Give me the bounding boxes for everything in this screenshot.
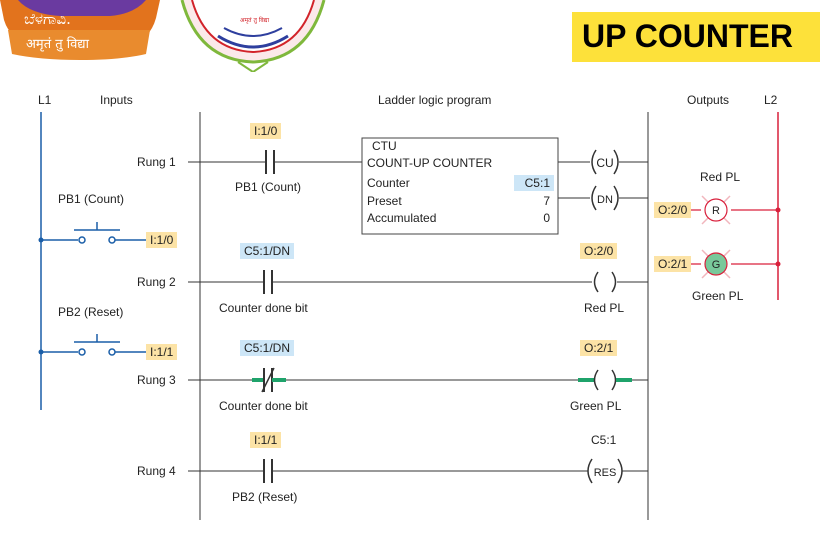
rung-3-caption: Counter done bit (219, 399, 308, 413)
ctu-type: CTU (372, 139, 397, 153)
logo-text-line2: अमृतं तु विद्या (26, 36, 90, 52)
header-l1: L1 (38, 93, 52, 107)
ctu-counter-label: Counter (367, 176, 410, 190)
header-program: Ladder logic program (378, 93, 491, 107)
rung-1-tag: I:1/0 (250, 123, 282, 139)
ctu-counter-value: C5:1 (525, 176, 551, 190)
rung-2 (200, 270, 648, 294)
coil-cu (591, 149, 597, 175)
rung-4: RES (200, 458, 648, 484)
institution-seal: अमृतं तु विद्या (180, 0, 326, 72)
header-inputs: Inputs (100, 93, 133, 107)
output-red-tag: O:2/0 (654, 202, 692, 218)
input-pb2-tag: I:1/1 (146, 344, 178, 360)
red-lamp-letter: R (712, 205, 720, 217)
output-red-label: Red PL (700, 170, 741, 184)
header-l2: L2 (764, 93, 778, 107)
rung-2-tag: C5:1/DN (240, 243, 295, 259)
ctu-preset-value: 7 (543, 194, 550, 208)
rung-1-caption: PB1 (Count) (235, 180, 302, 194)
ctu-acc-label: Accumulated (367, 211, 436, 225)
header-outputs: Outputs (687, 93, 729, 107)
input-pb1-tag: I:1/0 (146, 232, 178, 248)
input-pb2 (38, 334, 146, 356)
output-green-tag: O:2/1 (654, 256, 692, 272)
page-title: UP COUNTER (582, 18, 793, 54)
ctu-preset-label: Preset (367, 194, 402, 208)
coil-res (587, 458, 593, 484)
seal-text: अमृतं तु विद्या (240, 16, 269, 24)
rung-3 (200, 367, 648, 393)
rung-3-tag: C5:1/DN (240, 340, 295, 356)
rung-2-out-tag: O:2/0 (580, 243, 618, 259)
rung-4-out-tag: C5:1 (591, 433, 617, 447)
input-pb1-label: PB1 (Count) (58, 192, 125, 206)
coil-cu-text: CU (596, 156, 613, 170)
rung-3-out-tag: O:2/1 (580, 340, 618, 356)
institution-logo: ಬೆಳಗಾವಿ. अमृतं तु विद्या (0, 0, 160, 60)
input-pb1 (38, 222, 146, 244)
coil-dn-text: DN (597, 194, 613, 206)
green-lamp-letter: G (712, 259, 721, 271)
rung-1: CU DN (200, 149, 648, 211)
coil-dn (591, 185, 597, 211)
coil-green-pl (593, 369, 599, 391)
rung-3-out-caption: Green PL (570, 399, 622, 413)
coil-red-pl (593, 271, 599, 293)
rung-4-label: Rung 4 (137, 464, 176, 478)
ctu-acc-value: 0 (543, 211, 550, 225)
rung-1-label: Rung 1 (137, 155, 176, 169)
rung-3-label: Rung 3 (137, 373, 176, 387)
output-green-label: Green PL (692, 289, 744, 303)
rung-2-label: Rung 2 (137, 275, 176, 289)
rung-2-caption: Counter done bit (219, 301, 308, 315)
logo-text-line1: ಬೆಳಗಾವಿ. (24, 10, 71, 28)
output-red-lamp: R (682, 195, 781, 225)
rung-4-caption: PB2 (Reset) (232, 490, 298, 504)
ctu-name: COUNT-UP COUNTER (367, 156, 492, 170)
coil-res-text: RES (594, 467, 617, 479)
title-highlight (572, 12, 820, 62)
input-pb2-label: PB2 (Reset) (58, 305, 124, 319)
rung-4-tag: I:1/1 (250, 432, 282, 448)
rung-2-out-caption: Red PL (584, 301, 625, 315)
ctu-block: CTU COUNT-UP COUNTER Counter C5:1 Preset… (361, 137, 559, 235)
output-green-lamp: G (682, 249, 781, 279)
